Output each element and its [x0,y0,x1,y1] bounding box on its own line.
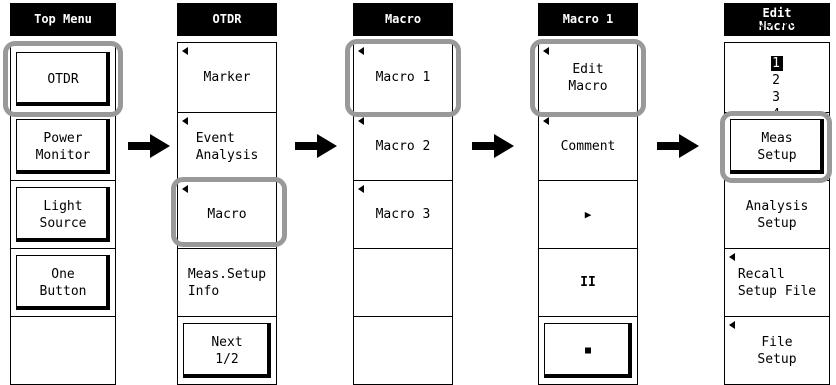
softkey-empty [353,317,453,385]
softkey-stop[interactable]: ■ [538,317,638,385]
stop-button[interactable]: ■ [544,323,632,378]
top-menu: Top Menu OTDR Power Monitor Light Source… [10,0,116,385]
macro-1-label: Macro 1 [375,70,431,85]
right-arrow-icon [128,134,170,158]
softkey-file-setup[interactable]: File Setup [724,317,830,385]
power-monitor-button[interactable]: Power Monitor [16,119,110,174]
edit-macro-label: Edit Macro [568,61,608,94]
softkey-marker[interactable]: Marker [177,42,277,113]
softkey-analysis-setup[interactable]: Analysis Setup [724,181,830,249]
softkey-recall-setup-file[interactable]: Recall Setup File [724,249,830,317]
macro-1-menu-title: Macro 1 [538,3,638,36]
softkey-meas-setup-info[interactable]: Meas.Setup Info [177,249,277,317]
left-triangle-icon [358,117,364,125]
comment-label: Comment [560,139,616,154]
job-number[interactable]: 2 [772,73,782,88]
softkey-pause[interactable]: II [538,249,638,317]
light-source-button[interactable]: Light Source [16,187,110,242]
softkey-macro-1[interactable]: Macro 1 [353,42,453,113]
next-page-button[interactable]: Next 1/2 [183,323,271,378]
edit-macro-menu-title: Edit Macro [724,3,830,36]
marker-label: Marker [203,70,251,85]
softkey-event-analysis[interactable]: Event Analysis [177,113,277,181]
softkey-comment[interactable]: Comment [538,113,638,181]
file-setup-label: File Setup [757,334,797,367]
recall-setup-file-label: Recall Setup File [737,266,817,299]
softkey-next[interactable]: Next 1/2 [177,317,277,385]
softkey-meas-setup[interactable]: Meas Setup [724,113,830,181]
left-triangle-icon [729,253,735,261]
macro-label: Macro [207,207,247,222]
softkey-one-button[interactable]: One Button [10,249,116,317]
left-triangle-icon [358,47,364,55]
job-no-label: JOB No. [749,16,805,31]
softkey-otdr[interactable]: OTDR [10,45,116,113]
left-triangle-icon [182,117,188,125]
left-triangle-icon [729,321,735,329]
stop-icon: ■ [584,345,592,356]
softkey-power-monitor[interactable]: Power Monitor [10,113,116,181]
right-arrow-icon [472,134,514,158]
softkey-play[interactable]: ▶ [538,181,638,249]
softkey-macro-2[interactable]: Macro 2 [353,113,453,181]
macro-menu-title: Macro [353,3,453,36]
macro-1-menu: Macro 1 Edit Macro Comment ▶ II ■ [538,0,638,385]
softkey-edit-macro[interactable]: Edit Macro [538,42,638,113]
job-number[interactable]: 3 [772,90,782,105]
left-triangle-icon [182,185,188,193]
pause-icon: II [580,275,596,290]
play-icon: ▶ [584,208,592,221]
event-analysis-label: Event Analysis [195,130,259,163]
otdr-menu-title: OTDR [177,3,277,36]
one-button-button[interactable]: One Button [16,255,110,310]
softkey-macro[interactable]: Macro [177,181,277,249]
otdr-menu: OTDR Marker Event Analysis Macro Meas.Se… [177,0,277,385]
softkey-light-source[interactable]: Light Source [10,181,116,249]
top-menu-title: Top Menu [10,3,116,36]
otdr-button[interactable]: OTDR [16,52,110,106]
meas-setup-button[interactable]: Meas Setup [730,119,824,174]
analysis-setup-label: Analysis Setup [745,198,809,231]
left-triangle-icon [543,47,549,55]
meas-setup-info-label: Meas.Setup Info [187,266,267,299]
softkey-job-no[interactable]: JOB No. 1 2 3 4 5 [724,16,830,139]
macro-3-label: Macro 3 [375,207,431,222]
macro-menu: Macro Macro 1 Macro 2 Macro 3 [353,0,453,385]
softkey-empty [10,317,116,385]
softkey-empty [353,249,453,317]
macro-2-label: Macro 2 [375,139,431,154]
left-triangle-icon [358,185,364,193]
left-triangle-icon [182,47,188,55]
right-arrow-icon [657,134,699,158]
edit-macro-menu: Edit Macro JOB No. 1 2 3 4 5 Meas Setup … [724,0,830,385]
right-arrow-icon [295,134,337,158]
softkey-macro-3[interactable]: Macro 3 [353,181,453,249]
left-triangle-icon [543,117,549,125]
job-number-selected[interactable]: 1 [771,56,783,71]
